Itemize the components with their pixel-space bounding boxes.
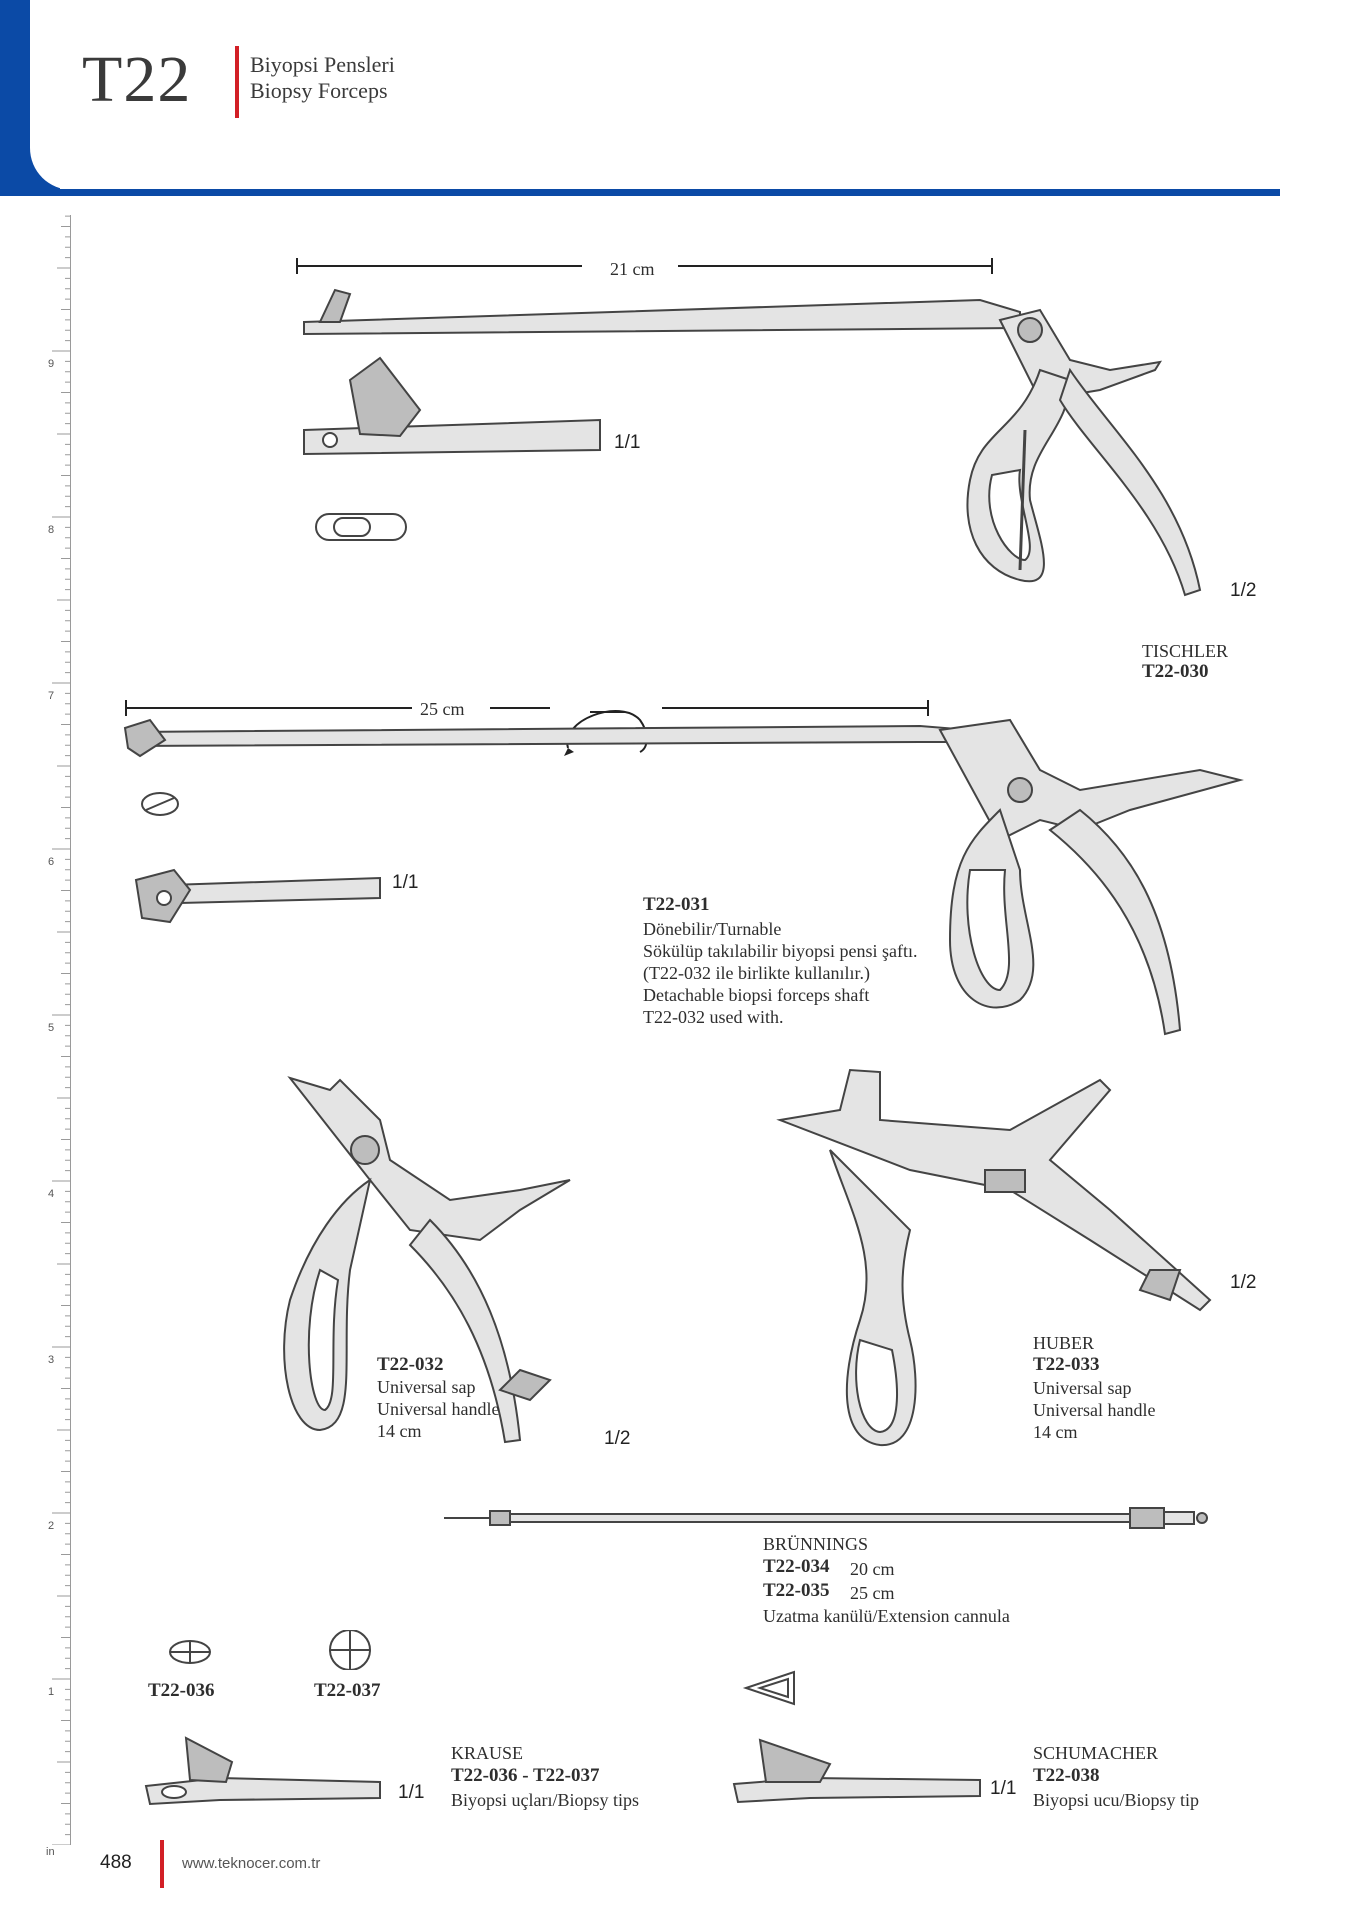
schumacher-code: T22-038 bbox=[1033, 1765, 1100, 1786]
tischler-scale: 1/2 bbox=[1230, 580, 1257, 601]
tischler-tip-scale: 1/1 bbox=[614, 432, 641, 453]
ruler-number: 1 bbox=[48, 1686, 55, 1698]
universal-handle-illustration bbox=[283, 1076, 571, 1444]
turnable-desc-3: (T22-032 ile birlikte kullanılır.) bbox=[643, 963, 870, 983]
header-red-divider bbox=[235, 46, 239, 118]
turnable-tip-detail bbox=[134, 792, 381, 924]
krause-scale: 1/1 bbox=[398, 1782, 425, 1803]
brunnings-desc: Uzatma kanülü/Extension cannula bbox=[763, 1606, 1010, 1626]
tischler-tip-detail bbox=[303, 356, 601, 541]
brunnings-code-2: T22-035 bbox=[763, 1580, 830, 1601]
krause-tip-code-1: T22-036 bbox=[148, 1680, 215, 1701]
schumacher-scale: 1/1 bbox=[990, 1778, 1017, 1799]
huber-desc-2: Universal handle bbox=[1033, 1400, 1156, 1420]
turnable-tip-scale: 1/1 bbox=[392, 872, 419, 893]
turnable-length: 25 cm bbox=[414, 698, 471, 720]
tip-profile-oval-icon bbox=[169, 1640, 211, 1664]
universal-handle-scale: 1/2 bbox=[604, 1428, 631, 1449]
ruler-number: 6 bbox=[48, 856, 55, 868]
ruler: 9 8 7 6 5 4 3 2 1 in bbox=[0, 0, 80, 1920]
universal-handle-desc-1: Universal sap bbox=[377, 1377, 476, 1397]
header-rule bbox=[30, 189, 1280, 196]
turnable-desc-5: T22-032 used with. bbox=[643, 1007, 784, 1027]
ruler-number: 7 bbox=[48, 690, 55, 702]
huber-illustration bbox=[776, 1068, 1212, 1447]
tip-profile-triangle-icon bbox=[742, 1670, 795, 1706]
turnable-desc-1: Dönebilir/Turnable bbox=[643, 919, 782, 939]
turnable-code: T22-031 bbox=[643, 894, 710, 915]
tischler-name: TISCHLER bbox=[1142, 641, 1229, 661]
title-english: Biopsy Forceps bbox=[250, 78, 388, 103]
krause-tip-illustration bbox=[144, 1736, 381, 1806]
ruler-number: 4 bbox=[48, 1188, 55, 1200]
huber-length: 14 cm bbox=[1033, 1422, 1078, 1442]
header-panel bbox=[30, 0, 1357, 190]
krause-tip-code-2: T22-037 bbox=[314, 1680, 381, 1701]
brunnings-length-2: 25 cm bbox=[850, 1583, 895, 1603]
page-number: 488 bbox=[100, 1852, 132, 1873]
ruler-number: 2 bbox=[48, 1520, 55, 1532]
ruler-number: 3 bbox=[48, 1354, 55, 1366]
schumacher-desc: Biyopsi ucu/Biopsy tip bbox=[1033, 1790, 1200, 1810]
huber-name: HUBER bbox=[1033, 1333, 1095, 1353]
brunnings-name: BRÜNNINGS bbox=[763, 1534, 869, 1554]
footer-red-divider bbox=[160, 1840, 164, 1888]
website-link[interactable]: www.teknocer.com.tr bbox=[182, 1855, 321, 1872]
huber-desc-1: Universal sap bbox=[1033, 1378, 1132, 1398]
huber-code: T22-033 bbox=[1033, 1354, 1100, 1375]
dimension-line bbox=[296, 258, 993, 274]
krause-codes: T22-036 - T22-037 bbox=[451, 1765, 600, 1786]
krause-cross-sections bbox=[169, 1630, 371, 1670]
krause-desc: Biyopsi uçları/Biopsy tips bbox=[451, 1790, 640, 1810]
tischler-code: T22-030 bbox=[1142, 661, 1209, 682]
ruler-number: 8 bbox=[48, 524, 55, 536]
ruler-unit: in bbox=[46, 1846, 55, 1858]
tischler-length: 21 cm bbox=[604, 258, 661, 280]
ruler-number: 9 bbox=[48, 358, 55, 370]
turnable-shaft-illustration bbox=[123, 700, 1244, 1036]
brunnings-cannula-illustration bbox=[444, 1507, 1208, 1529]
schumacher-tip-illustration bbox=[732, 1738, 981, 1804]
turnable-desc-4: Detachable biopsi forceps shaft bbox=[643, 985, 870, 1005]
ruler-number: 5 bbox=[48, 1022, 55, 1034]
ruler-ticks bbox=[52, 215, 70, 1845]
tip-profile-round-icon bbox=[329, 1630, 371, 1670]
tischler-illustration bbox=[296, 258, 1202, 597]
turnable-desc-2: Sökülüp takılabilir biyopsi pensi şaftı. bbox=[643, 941, 918, 961]
krause-name: KRAUSE bbox=[451, 1743, 524, 1763]
title-turkish: Biyopsi Pensleri bbox=[250, 52, 395, 77]
universal-handle-code: T22-032 bbox=[377, 1354, 444, 1375]
huber-scale: 1/2 bbox=[1230, 1272, 1257, 1293]
brunnings-length-1: 20 cm bbox=[850, 1559, 895, 1579]
universal-handle-length: 14 cm bbox=[377, 1421, 422, 1441]
dimension-line bbox=[125, 700, 929, 716]
section-code: T22 bbox=[82, 43, 192, 116]
universal-handle-desc-2: Universal handle bbox=[377, 1399, 500, 1419]
brunnings-code-1: T22-034 bbox=[763, 1556, 830, 1577]
schumacher-name: SCHUMACHER bbox=[1033, 1743, 1159, 1763]
